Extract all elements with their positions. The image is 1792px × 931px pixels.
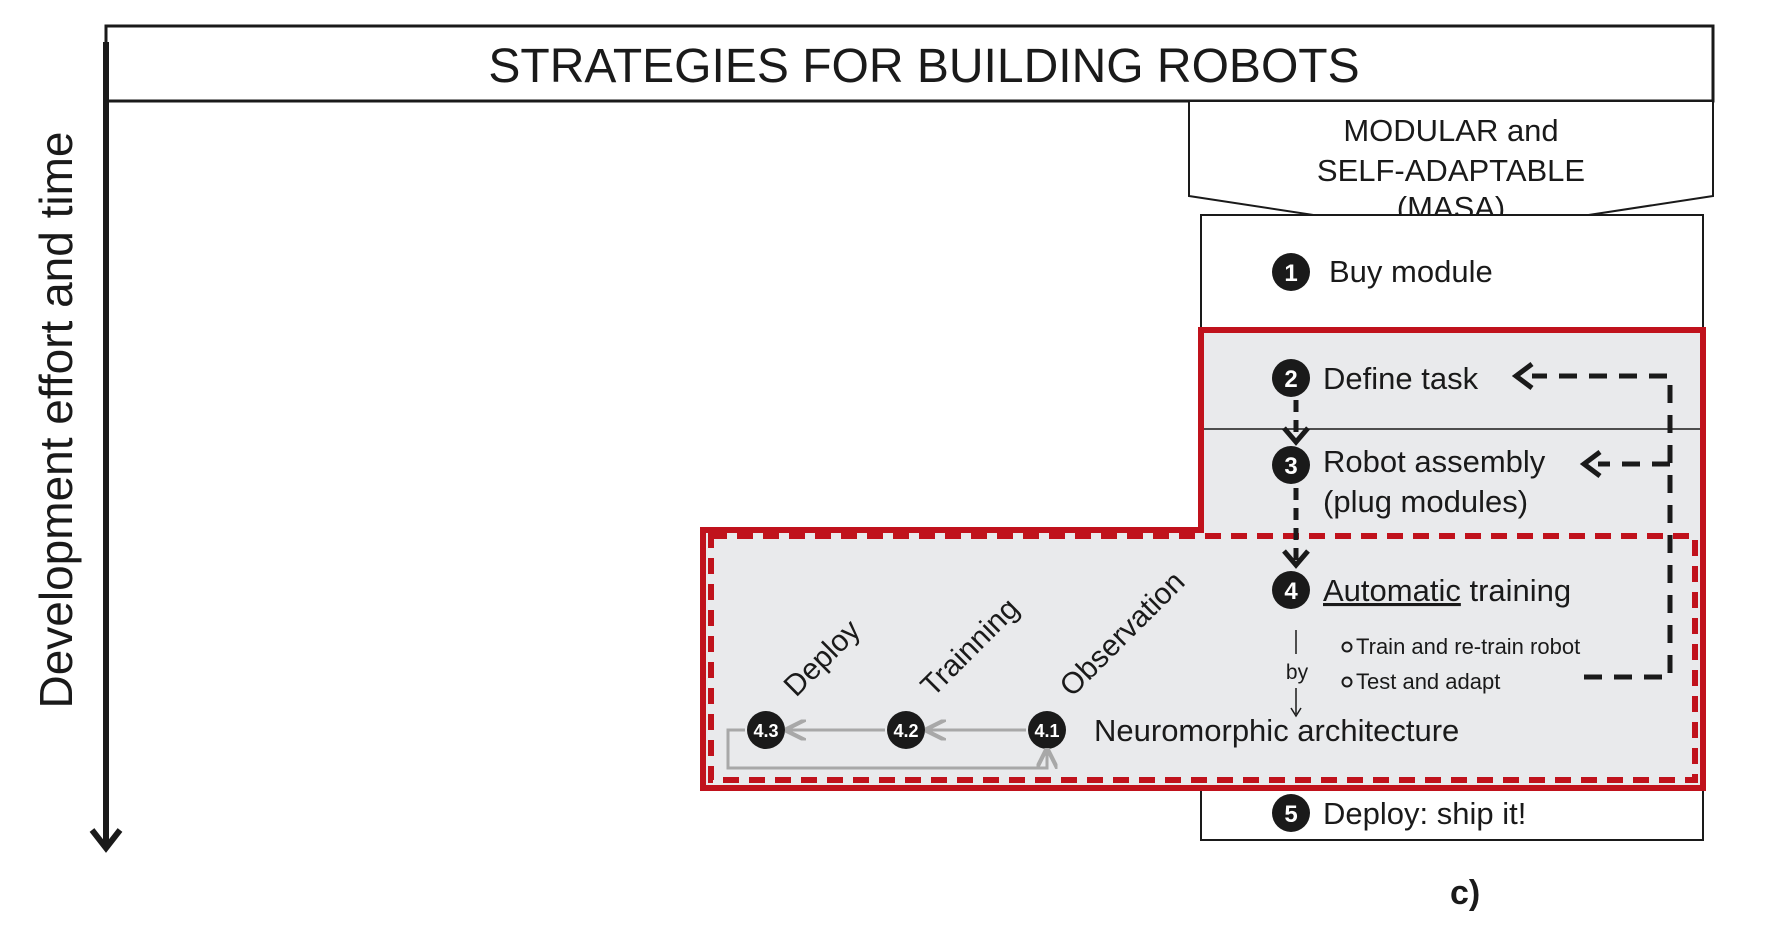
substep-4-3-badge xyxy=(747,711,785,749)
substep-4-2-badge xyxy=(887,711,925,749)
step-5-badge xyxy=(1272,794,1310,832)
page-title: STRATEGIES FOR BUILDING ROBOTS xyxy=(488,40,1359,93)
feedback-loop-line xyxy=(1532,373,1673,680)
step-3-number: 3 xyxy=(1284,453,1297,480)
substep-4-3-number: 4.3 xyxy=(753,721,778,741)
substep-4-1-number: 4.1 xyxy=(1034,721,1059,741)
substep-4-2-number: 4.2 xyxy=(893,721,918,741)
step-4-number: 4 xyxy=(1284,578,1298,605)
dashed-arrow-3-to-4-head-icon xyxy=(1282,549,1310,569)
step-2-label: Define task xyxy=(1323,361,1479,396)
neuromorphic-label: Neuromorphic architecture xyxy=(1094,713,1459,748)
step-3-label-line-1: Robot assembly xyxy=(1323,444,1546,479)
strategy-line-1: MODULAR and xyxy=(1343,113,1558,148)
strategy-line-2: SELF-ADAPTABLE xyxy=(1317,153,1585,188)
loop-arrow-4-3-to-4-1 xyxy=(726,728,1047,770)
step-5-label: Deploy: ship it! xyxy=(1323,796,1526,831)
bullet-2-icon xyxy=(1341,676,1353,688)
step-2-number: 2 xyxy=(1284,366,1297,393)
feedback-to-step-3-arrowhead-icon xyxy=(1579,450,1602,478)
axis-label: Development effort and time xyxy=(30,131,82,708)
dashed-arrow-2-to-3-head-icon xyxy=(1282,426,1310,446)
training-region-dashed-outline xyxy=(708,533,1698,783)
step-5-number: 5 xyxy=(1284,801,1297,828)
step-1-label: Buy module xyxy=(1329,254,1493,289)
step-4-rest: training xyxy=(1461,573,1571,608)
step-4-underlined-word: Automatic xyxy=(1323,573,1461,608)
step-1-badge xyxy=(1272,253,1310,291)
panel-label: c) xyxy=(1450,874,1480,912)
bullet-1-icon xyxy=(1341,641,1353,653)
bullet-2-label: Test and adapt xyxy=(1356,669,1500,694)
by-arrowhead-icon xyxy=(1290,707,1302,718)
effort-axis-arrowhead-icon xyxy=(89,828,123,853)
by-label: by xyxy=(1286,661,1309,684)
step-4-label: Automatic training xyxy=(1323,573,1571,608)
step-3-badge xyxy=(1272,446,1310,484)
automated-region-outline xyxy=(700,327,1706,791)
feedback-to-step-2-arrowhead-icon xyxy=(1511,362,1534,390)
step-2-badge xyxy=(1272,359,1310,397)
title-box xyxy=(104,24,1715,103)
step-1-number: 1 xyxy=(1284,260,1297,287)
substep-4-1-badge xyxy=(1028,711,1066,749)
step-3-label-line-2: (plug modules) xyxy=(1323,484,1528,519)
automated-region-fill xyxy=(703,330,1703,788)
step-4-badge xyxy=(1272,571,1310,609)
bullet-1-label: Train and re-train robot xyxy=(1356,634,1580,659)
